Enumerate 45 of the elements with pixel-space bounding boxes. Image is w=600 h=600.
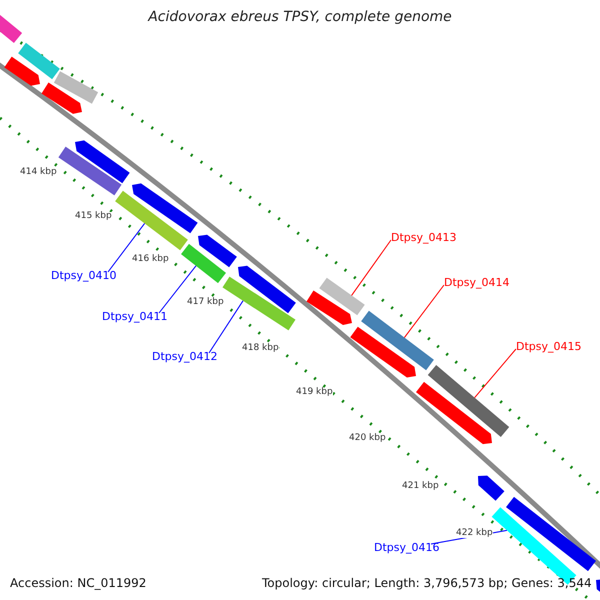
gene-segment [54, 71, 98, 104]
diagram-title: Acidovorax ebreus TPSY, complete genome [146, 10, 453, 24]
gene-segment [478, 476, 504, 501]
tick-label: 421 kbp [402, 482, 439, 491]
gene-label: Dtpsy_0416 [374, 542, 440, 553]
gene-label: Dtpsy_0411 [102, 311, 168, 322]
gene-label: Dtpsy_0415 [516, 341, 582, 352]
gene-label: Dtpsy_0412 [152, 351, 218, 362]
tick-label: 420 kbp [349, 434, 386, 443]
tick-label: 422 kbp [456, 529, 493, 538]
gene-segment [58, 146, 122, 196]
gene-segment [350, 326, 416, 378]
tick-label: 415 kbp [75, 212, 112, 221]
leader-line [158, 265, 196, 314]
gene-label: Dtpsy_0414 [444, 277, 510, 288]
gene-segment [319, 278, 365, 316]
gene-segment [361, 310, 434, 370]
gene-segment [115, 190, 188, 250]
leader-line [351, 240, 392, 296]
footer-text: Topology: circular; Length: 3,796,573 bp; Genes: 3,544 [262, 577, 592, 589]
gene-segment [416, 382, 492, 444]
gene-segment [18, 42, 60, 80]
tick-label: 418 kbp [242, 344, 279, 353]
leader-line [404, 284, 444, 338]
footer-text: Accession: NC_011992 [10, 577, 146, 589]
tick-label: 416 kbp [132, 255, 169, 264]
gene-segment [198, 234, 237, 268]
leader-line [474, 348, 516, 398]
gene-label: Dtpsy_0413 [391, 232, 457, 243]
gene-segment [506, 496, 596, 572]
tick-label: 419 kbp [296, 388, 333, 397]
gene-segment [181, 244, 226, 284]
gene-segment [428, 365, 510, 437]
gene-segment [4, 56, 40, 86]
tick-label: 417 kbp [187, 298, 224, 307]
gene-label: Dtpsy_0410 [51, 270, 117, 281]
tick-label: 414 kbp [20, 168, 57, 177]
gene-segment [222, 276, 296, 330]
gene-segment [132, 183, 198, 234]
gene-segment [42, 82, 82, 114]
gene-segment [306, 290, 352, 325]
leader-line [108, 222, 146, 272]
gene-segment [75, 140, 130, 184]
gene-segment [238, 266, 296, 314]
leader-line [208, 300, 244, 354]
